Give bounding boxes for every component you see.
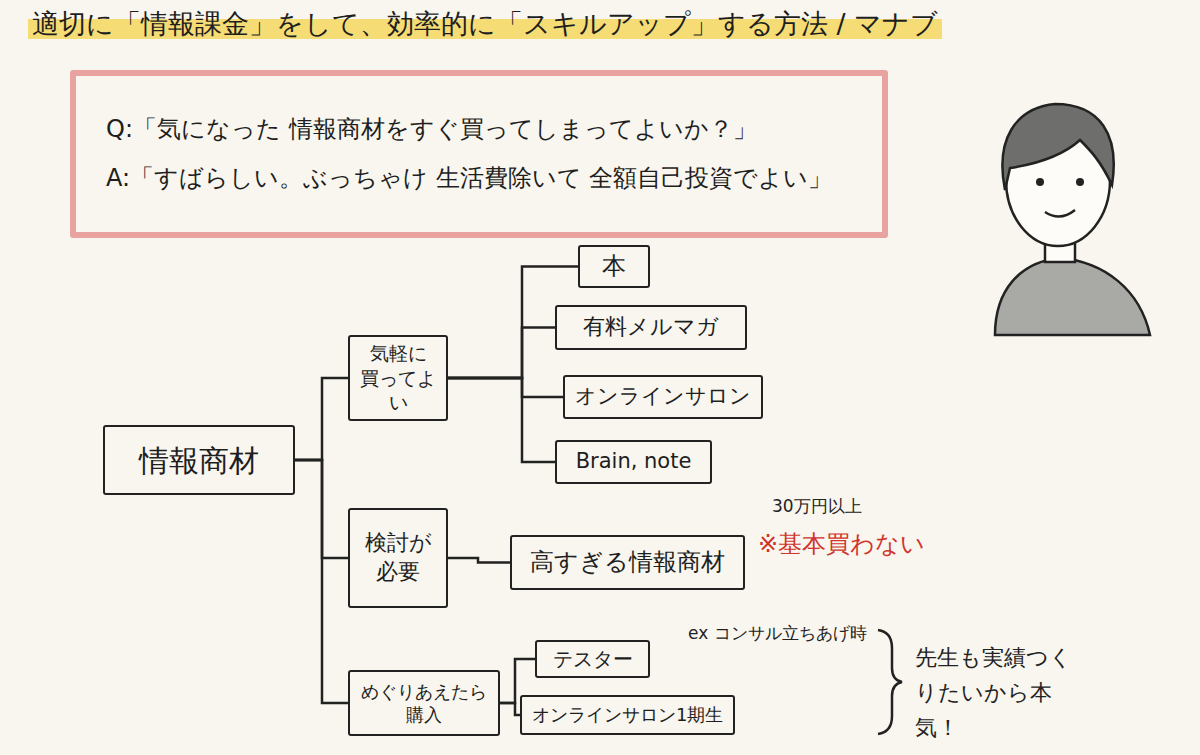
item-box: 本	[578, 245, 650, 288]
tree-connector	[295, 460, 348, 703]
node-label: 情報商材	[139, 441, 259, 480]
tree-connector	[500, 703, 520, 715]
warning-note: ※基本買わない	[758, 525, 925, 563]
title-text: 適切に「情報課金」をして、効率的に「スキルアップ」する方法 / マナブ	[28, 6, 942, 42]
node-label: テスター	[553, 646, 633, 672]
node-label: Brain, note	[576, 448, 692, 475]
node-label: 気軽に 買ってよい	[360, 341, 436, 415]
root-box: 情報商材	[103, 425, 295, 495]
node-label: 検討が 必要	[360, 529, 436, 586]
qa-text: Q:「気になった 情報商材をすぐ買ってしまってよいか？」	[106, 114, 757, 145]
qa-box: Q:「気になった 情報商材をすぐ買ってしまってよいか？」 A:「すばらしい。ぶっち…	[70, 70, 888, 238]
curly-brace	[878, 630, 902, 734]
item-box: Brain, note	[555, 440, 712, 484]
node-label: オンラインサロン1期生	[532, 703, 723, 726]
price-note: 30万円以上	[772, 493, 862, 520]
category-box: めぐりあえたら 購入	[348, 670, 500, 736]
tree-connector	[448, 558, 510, 563]
qa-text: A:「すばらしい。ぶっちゃけ 生活費除いて 全額自己投資でよい」	[106, 163, 832, 194]
node-label: 高すぎる情報商材	[530, 547, 725, 578]
item-box: 高すぎる情報商材	[510, 535, 745, 590]
tree-connector	[448, 378, 563, 397]
node-label: 有料メルマガ	[583, 313, 719, 342]
tree-connector	[448, 328, 555, 379]
example-note: ex コンサル立ちあげ時	[688, 620, 867, 647]
category-box: 気軽に 買ってよい	[348, 335, 448, 421]
item-box: 有料メルマガ	[555, 305, 747, 350]
item-box: オンラインサロン1期生	[520, 695, 735, 735]
category-box: 検討が 必要	[348, 508, 448, 608]
node-label: めぐりあえたら 購入	[360, 680, 488, 727]
node-label: オンラインサロン	[575, 383, 751, 410]
item-box: オンラインサロン	[563, 375, 763, 419]
comment-note: 先生も実績つくりたいから本気！	[915, 640, 1090, 746]
item-box: テスター	[535, 640, 650, 678]
person-illustration	[995, 104, 1150, 335]
tree-connector	[448, 378, 555, 462]
node-label: 本	[602, 251, 626, 282]
tree-connector	[295, 378, 348, 460]
